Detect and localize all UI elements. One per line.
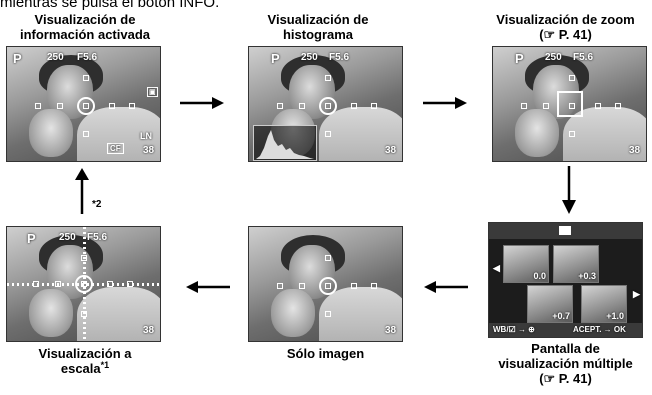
caption-zoom: Visualización de zoom (☞ P. 41) <box>496 12 635 42</box>
frame-count: 38 <box>143 325 155 336</box>
multi-footer: WB/☑ → ⊕ ACEPT. → OK <box>489 323 642 337</box>
quality-indicator: LN <box>140 131 152 141</box>
frame-count: 38 <box>629 145 641 156</box>
screen-info-on: P 250 F5.6 CF LN 38 ▣ <box>6 46 161 162</box>
arrow-left-icon <box>186 281 230 293</box>
af-point <box>277 283 283 289</box>
af-point <box>81 311 87 317</box>
af-point <box>107 281 113 287</box>
thumbnail-1: 0.0 <box>503 245 549 283</box>
screen-histogram: P 250 F5.6 38 <box>248 46 403 162</box>
af-center-circle <box>75 275 93 293</box>
zoom-frame <box>557 91 583 117</box>
card-badge: CF <box>107 143 124 154</box>
af-point-center <box>83 103 89 109</box>
af-point <box>351 283 357 289</box>
screen-scale: P 250 F5.6 38 <box>6 226 161 342</box>
af-center-circle <box>319 97 337 115</box>
af-point <box>521 103 527 109</box>
af-point <box>83 75 89 81</box>
aperture-value: F5.6 <box>329 52 350 63</box>
shutter-speed: 250 <box>545 52 562 63</box>
frame-count: 38 <box>143 145 155 156</box>
af-point <box>371 283 377 289</box>
arrow-right-icon <box>423 97 467 109</box>
af-center-circle <box>319 277 337 295</box>
caption-scale: Visualización a escala*1 <box>38 346 132 376</box>
af-point <box>325 75 331 81</box>
thumbnail-3: +0.7 <box>527 285 573 323</box>
footer-left-label: WB/☑ → ⊕ <box>493 325 535 334</box>
chevron-right-icon: ▶ <box>633 289 640 299</box>
screen-zoom: P 250 F5.6 38 <box>492 46 647 162</box>
af-point <box>615 103 621 109</box>
af-point <box>129 103 135 109</box>
mode-indicator: P <box>27 231 36 246</box>
af-point <box>543 103 549 109</box>
af-point <box>325 311 331 317</box>
mode-indicator: P <box>515 51 524 66</box>
af-point <box>277 103 283 109</box>
af-point <box>299 283 305 289</box>
af-point <box>299 103 305 109</box>
aperture-value: F5.6 <box>77 52 98 63</box>
af-point <box>57 103 63 109</box>
frame-count: 38 <box>385 325 397 336</box>
af-point <box>33 281 39 287</box>
arrow-up-icon <box>75 168 89 214</box>
af-point <box>83 131 89 137</box>
thumbnail-4: +1.0 <box>581 285 627 323</box>
af-point <box>35 103 41 109</box>
metering-icon: ▣ <box>147 87 158 97</box>
arrow-left-icon <box>424 281 468 293</box>
shutter-speed: 250 <box>301 52 318 63</box>
af-point <box>81 255 87 261</box>
shutter-speed: 250 <box>59 232 76 243</box>
af-point <box>109 103 115 109</box>
footer-right-label: ACEPT. → OK <box>573 325 626 334</box>
multi-header <box>489 223 642 239</box>
mode-indicator: P <box>271 51 280 66</box>
shutter-speed: 250 <box>47 52 64 63</box>
af-point <box>325 255 331 261</box>
mode-indicator: P <box>13 51 22 66</box>
af-point <box>127 281 133 287</box>
af-point <box>569 75 575 81</box>
af-point <box>325 131 331 137</box>
scale-note: *1 <box>100 360 110 370</box>
af-point-center <box>325 283 331 289</box>
af-point <box>595 103 601 109</box>
chevron-left-icon: ◀ <box>493 263 500 273</box>
screen-image-only: 38 <box>248 226 403 342</box>
aperture-value: F5.6 <box>573 52 594 63</box>
arrow-note: *2 <box>92 199 102 210</box>
af-point <box>351 103 357 109</box>
histogram-graph <box>253 125 317 161</box>
thumbnail-2: +0.3 <box>553 245 599 283</box>
frame-count: 38 <box>385 145 397 156</box>
exposure-compensation-icon <box>559 226 571 235</box>
caption-histogram: Visualización de histograma <box>267 12 369 42</box>
af-point <box>371 103 377 109</box>
caption-info-on: Visualización de información activada <box>19 12 151 42</box>
intro-text: mientras se pulsa el botón INFO. <box>0 0 220 11</box>
arrow-down-icon <box>562 166 576 214</box>
af-center-circle <box>77 97 95 115</box>
screen-multi-view: ◀ ▶ 0.0 +0.3 +0.7 +1.0 WB/☑ → ⊕ ACEPT. →… <box>488 222 643 338</box>
af-point <box>55 281 61 287</box>
af-point-center <box>569 103 575 109</box>
aperture-value: F5.6 <box>87 232 108 243</box>
af-point <box>569 131 575 137</box>
af-point-center <box>81 281 87 287</box>
af-point-center <box>325 103 331 109</box>
caption-image-only: Sólo imagen <box>286 346 365 361</box>
arrow-right-icon <box>180 97 224 109</box>
caption-multi: Pantalla de visualización múltiple (☞ P.… <box>498 341 633 386</box>
